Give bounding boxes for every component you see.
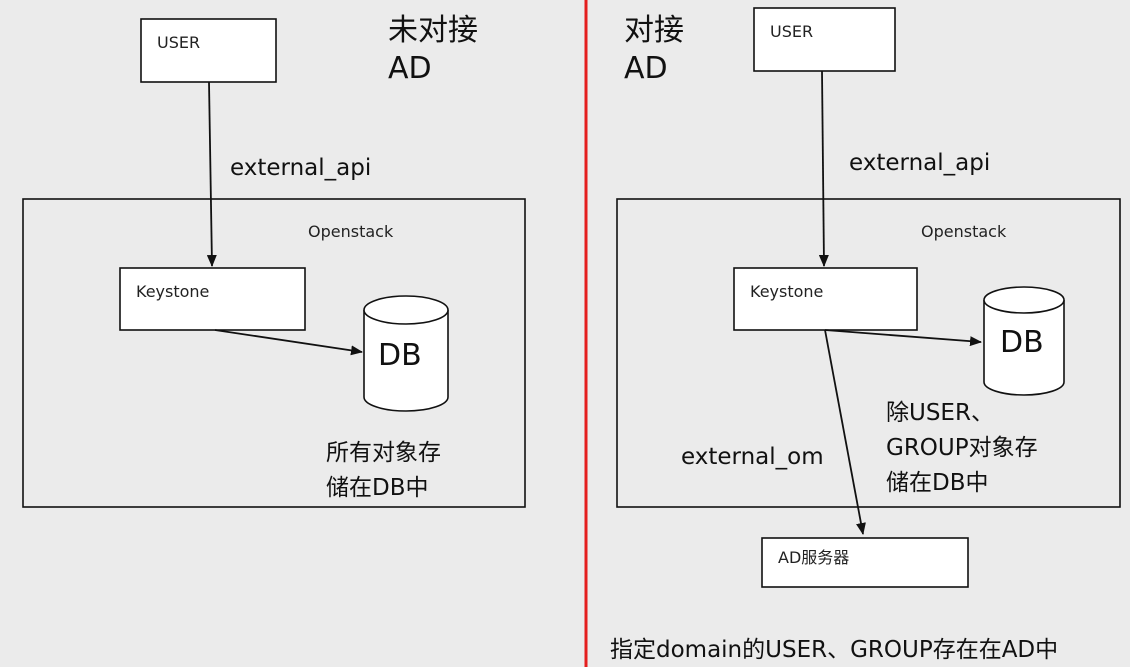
left-note-line1: 所有对象存 xyxy=(326,440,441,466)
right-note-line1: 除USER、 xyxy=(886,400,994,426)
right-heading-line2: AD xyxy=(624,51,668,86)
right-panel: 对接 AD USER external_api Openstack Keysto… xyxy=(610,7,1121,663)
left-note-line2: 储在DB中 xyxy=(326,475,429,501)
right-footer-caption: 指定domain的USER、GROUP存在在AD中 xyxy=(610,637,1058,663)
left-openstack-label: Openstack xyxy=(308,222,394,241)
right-heading-line1: 对接 xyxy=(624,13,684,48)
left-user-label: USER xyxy=(157,33,200,52)
left-user-box: USER xyxy=(140,18,277,83)
right-user-to-keystone-arrow xyxy=(818,70,829,267)
right-keystone-box: Keystone xyxy=(733,267,918,331)
right-keystone-to-ad-arrow xyxy=(824,329,866,535)
right-keystone-label: Keystone xyxy=(750,282,823,301)
right-db-cylinder: DB xyxy=(983,286,1065,396)
right-note-line2: GROUP对象存 xyxy=(886,435,1038,461)
right-openstack-frame: Openstack xyxy=(616,198,1121,508)
right-keystone-to-db-arrow xyxy=(824,329,982,347)
left-heading-line1: 未对接 xyxy=(388,13,478,48)
right-note-line3: 储在DB中 xyxy=(886,470,989,496)
left-db-label: DB xyxy=(378,338,422,373)
left-keystone-label: Keystone xyxy=(136,282,209,301)
right-ad-server-box: AD服务器 xyxy=(761,537,969,588)
left-db-cylinder: DB xyxy=(363,295,449,412)
left-panel: 未对接 AD USER external_api Openstack Keyst… xyxy=(22,13,526,508)
left-api-label: external_api xyxy=(230,155,371,181)
right-api-label: external_api xyxy=(849,150,990,176)
left-user-to-keystone-arrow xyxy=(206,81,217,267)
left-openstack-frame: Openstack xyxy=(22,198,526,508)
right-om-label: external_om xyxy=(681,444,824,470)
right-db-label: DB xyxy=(1000,325,1044,360)
right-openstack-label: Openstack xyxy=(921,222,1007,241)
right-user-box: USER xyxy=(753,7,896,72)
left-keystone-box: Keystone xyxy=(119,267,306,331)
right-ad-server-label: AD服务器 xyxy=(778,548,849,567)
left-heading-line2: AD xyxy=(388,51,432,86)
left-keystone-to-db-arrow xyxy=(214,329,363,356)
right-user-label: USER xyxy=(770,22,813,41)
